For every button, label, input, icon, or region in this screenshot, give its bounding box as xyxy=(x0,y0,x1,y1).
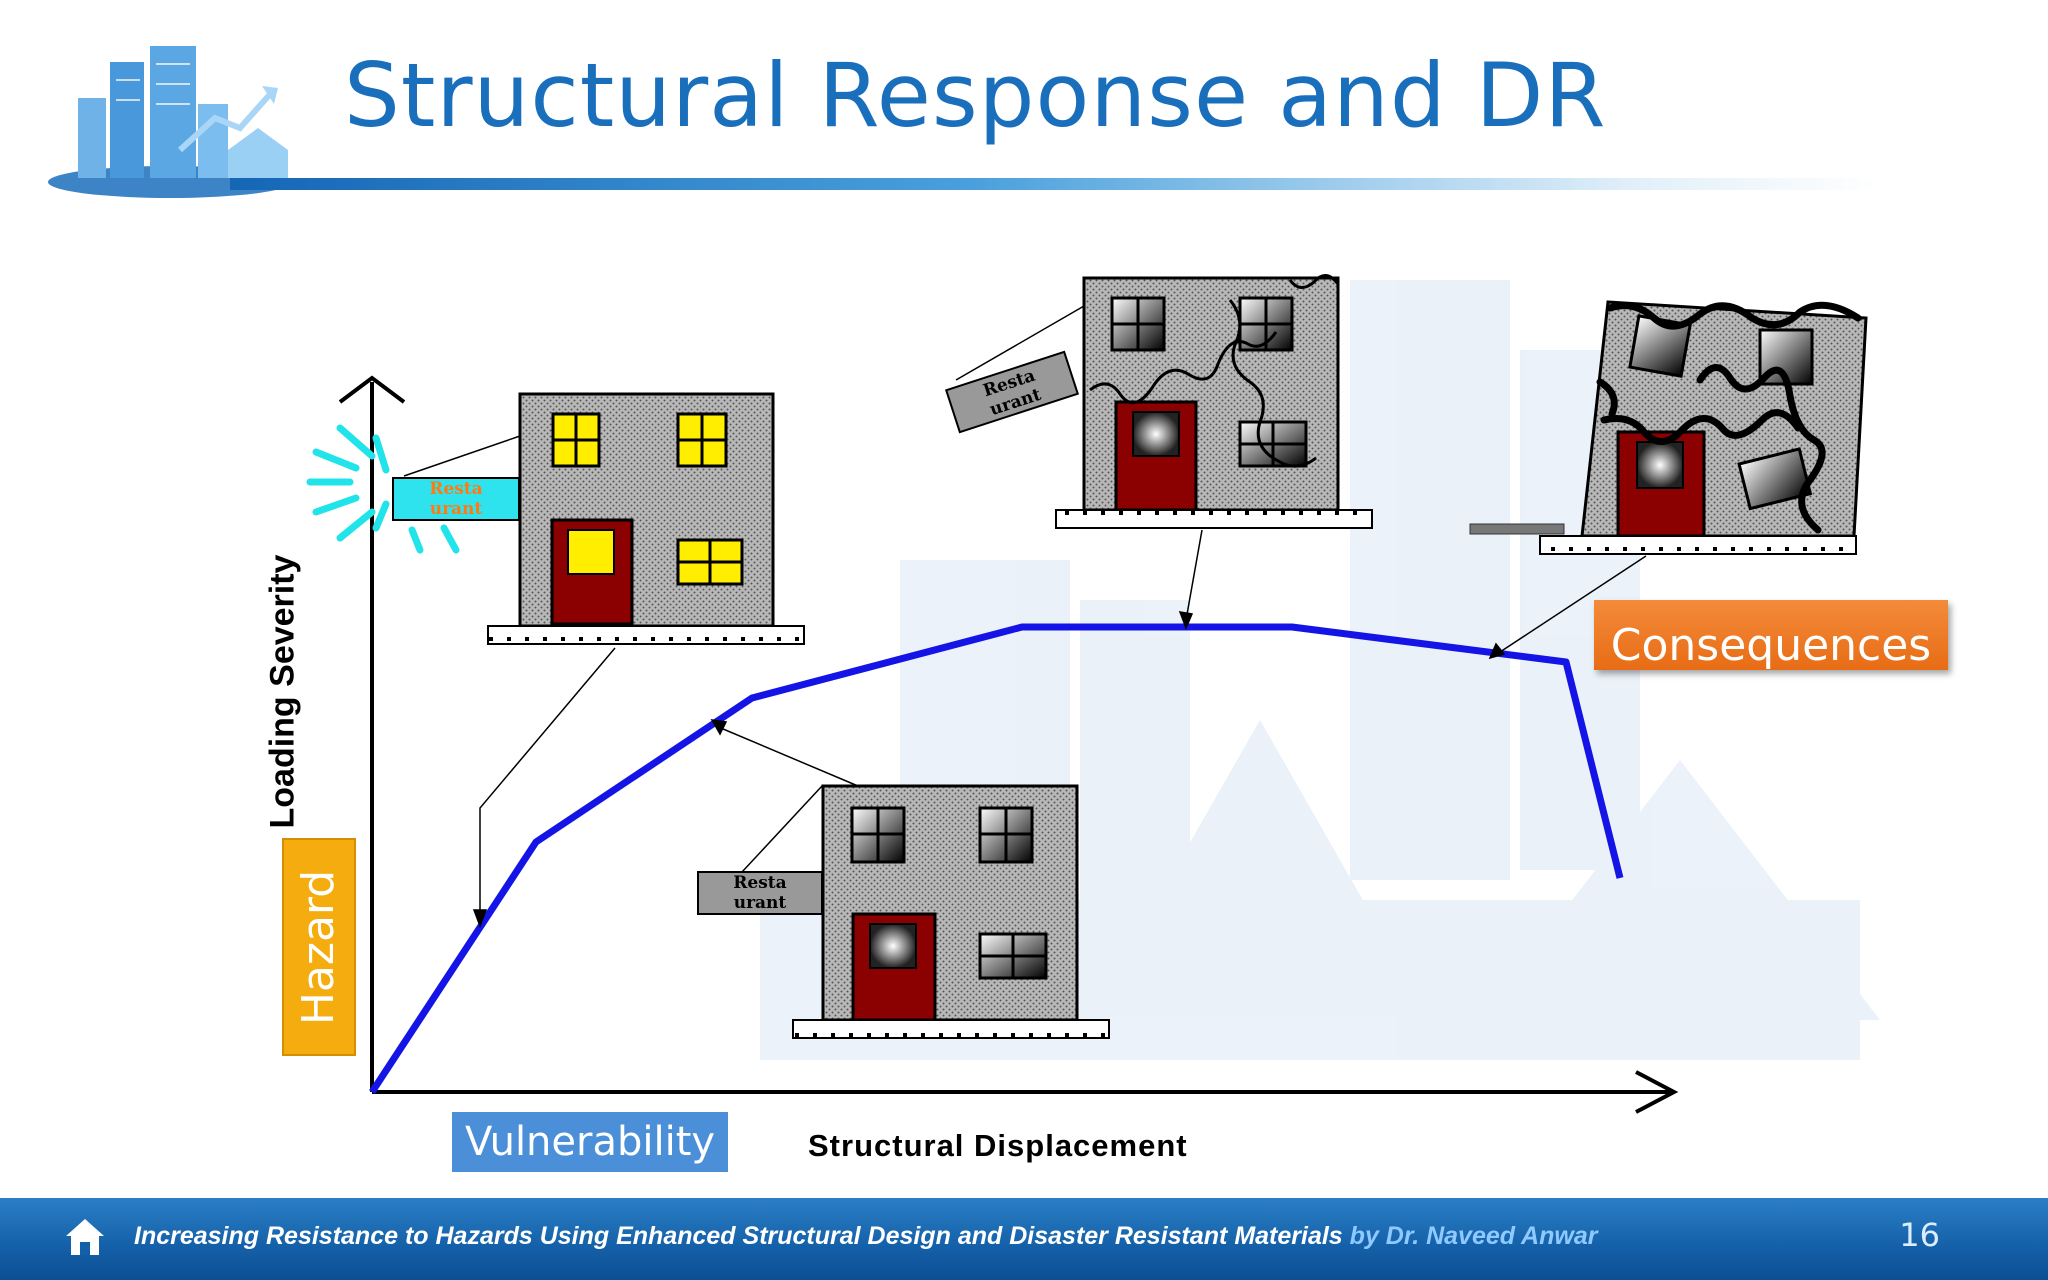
footer-title: Increasing Resistance to Hazards Using E… xyxy=(134,1222,1343,1250)
hazard-label: Hazard xyxy=(293,869,345,1025)
sign-text: urant xyxy=(430,499,483,519)
consequences-label-box: Consequences xyxy=(1594,600,1948,671)
crack-lines xyxy=(1596,301,1862,534)
building-slight-damage: Resta urant xyxy=(697,784,1110,1039)
footer-bar: Increasing Resistance to Hazards Using E… xyxy=(0,1198,2048,1280)
leader-lines xyxy=(472,529,1647,929)
building-undamaged: Resta urant xyxy=(306,392,805,645)
slide-title: Structural Response and DR xyxy=(344,44,1607,147)
sign-text: urant xyxy=(734,893,787,913)
building-moderate-damage: Resta urant xyxy=(944,274,1373,529)
vulnerability-label: Vulnerability xyxy=(464,1119,716,1165)
response-curve xyxy=(369,623,1624,1094)
x-axis-label: Structural Displacement xyxy=(808,1128,1188,1163)
hazard-label-box: Hazard xyxy=(282,838,356,1056)
logo-icon xyxy=(48,46,292,198)
title-underline xyxy=(230,178,1880,190)
footer-author: by Dr. Naveed Anwar xyxy=(1349,1222,1598,1250)
siren-icon xyxy=(306,424,460,554)
axes xyxy=(338,375,1679,1114)
y-axis-label: Loading Severity xyxy=(263,554,302,829)
slide-number: 16 xyxy=(1899,1216,1940,1254)
sign-text: Resta xyxy=(429,479,482,499)
crack-lines xyxy=(1089,274,1340,468)
home-icon[interactable] xyxy=(64,1216,106,1258)
x-axis-arrowhead xyxy=(1635,1070,1679,1114)
y-axis-arrowhead xyxy=(338,375,406,404)
sign-text: Resta xyxy=(733,873,786,893)
footer-text: Increasing Resistance to Hazards Using E… xyxy=(134,1222,1597,1251)
building-collapse xyxy=(1469,300,1868,555)
vulnerability-label-box: Vulnerability xyxy=(452,1112,728,1172)
consequences-label: Consequences xyxy=(1610,620,1932,671)
